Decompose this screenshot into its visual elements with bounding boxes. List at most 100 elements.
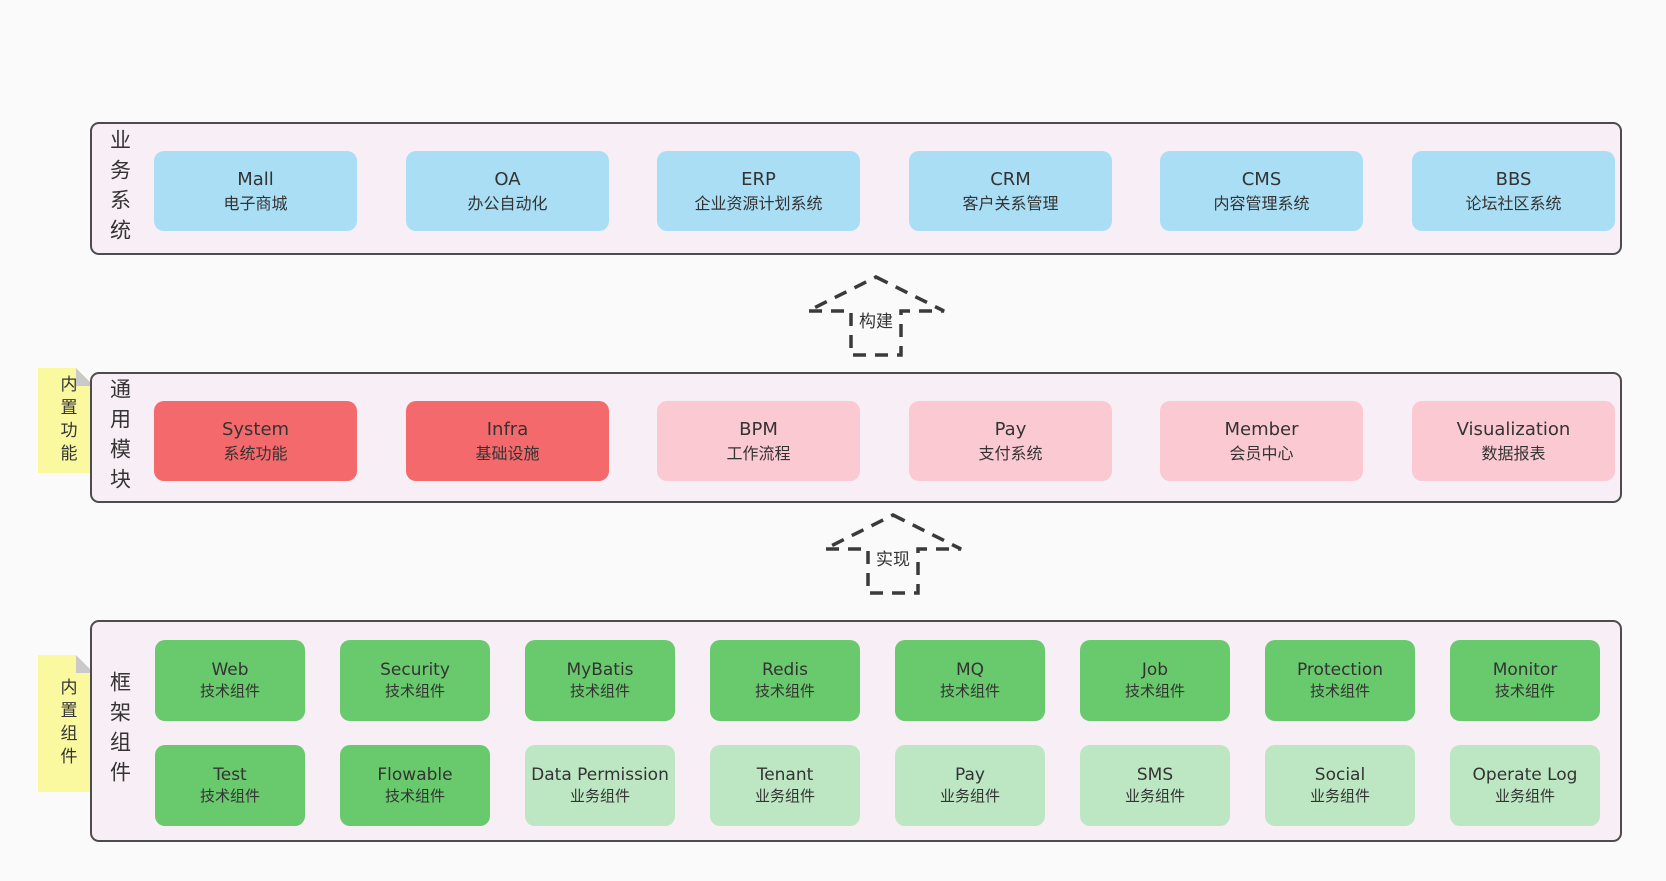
box-desc: 会员中心 — [1229, 444, 1294, 464]
layer-side-label: 业务系统 — [107, 128, 132, 249]
box-name: Job — [1141, 659, 1169, 680]
box-desc: 数据报表 — [1481, 444, 1546, 464]
box-desc: 技术组件 — [384, 682, 445, 701]
layer-side-label-wrap: 框架组件 — [100, 622, 138, 840]
box-erp: ERP 企业资源计划系统 — [657, 151, 860, 231]
box-desc: 企业资源计划系统 — [694, 194, 823, 214]
box-desc: 技术组件 — [199, 787, 260, 806]
box-desc: 系统功能 — [223, 444, 288, 464]
box-name: Web — [211, 659, 249, 680]
box-desc: 技术组件 — [754, 682, 815, 701]
box-flowable: Flowable 技术组件 — [340, 745, 490, 826]
box-name: Pay — [994, 419, 1027, 441]
box-redis: Redis 技术组件 — [710, 640, 860, 721]
box-name: Protection — [1296, 659, 1383, 680]
box-desc: 业务组件 — [1124, 787, 1185, 806]
box-desc: 技术组件 — [384, 787, 445, 806]
sticky-note-built-in-components: 内置组件 — [38, 655, 94, 792]
box-job: Job 技术组件 — [1080, 640, 1230, 721]
box-system: System 系统功能 — [154, 401, 357, 481]
box-name: Social — [1314, 764, 1366, 785]
box-visualization: Visualization 数据报表 — [1412, 401, 1615, 481]
box-desc: 技术组件 — [199, 682, 260, 701]
box-desc: 办公自动化 — [467, 194, 548, 214]
box-security: Security 技术组件 — [340, 640, 490, 721]
box-mybatis: MyBatis 技术组件 — [525, 640, 675, 721]
box-operate-log: Operate Log 业务组件 — [1450, 745, 1600, 826]
box-desc: 技术组件 — [1494, 682, 1555, 701]
box-sms: SMS 业务组件 — [1080, 745, 1230, 826]
layer-common-modules: 通用模块 System 系统功能 Infra 基础设施 BPM 工作流程 Pay… — [90, 372, 1622, 503]
box-tenant: Tenant 业务组件 — [710, 745, 860, 826]
box-social: Social 业务组件 — [1265, 745, 1415, 826]
note-label: 内置组件 — [56, 677, 77, 770]
box-desc: 技术组件 — [569, 682, 630, 701]
box-name: Security — [380, 659, 450, 680]
box-desc: 业务组件 — [754, 787, 815, 806]
box-desc: 业务组件 — [569, 787, 630, 806]
box-pay-component: Pay 业务组件 — [895, 745, 1045, 826]
box-desc: 论坛社区系统 — [1465, 194, 1562, 214]
box-name: Visualization — [1456, 419, 1571, 441]
box-name: SMS — [1136, 764, 1174, 785]
box-mq: MQ 技术组件 — [895, 640, 1045, 721]
box-pay-module: Pay 支付系统 — [909, 401, 1112, 481]
box-member: Member 会员中心 — [1160, 401, 1363, 481]
box-name: Data Permission — [531, 764, 669, 785]
up-arrow-icon — [824, 513, 962, 595]
box-desc: 工作流程 — [726, 444, 791, 464]
box-name: Monitor — [1492, 659, 1558, 680]
box-monitor: Monitor 技术组件 — [1450, 640, 1600, 721]
dashed-up-arrow-implement: 实现 — [823, 512, 963, 596]
box-name: MQ — [955, 659, 985, 680]
box-desc: 技术组件 — [1309, 682, 1370, 701]
dashed-up-arrow-build: 构建 — [806, 274, 946, 358]
box-desc: 技术组件 — [939, 682, 1000, 701]
box-name: Infra — [486, 419, 529, 441]
box-name: System — [221, 419, 290, 441]
layer-side-label-wrap: 通用模块 — [100, 374, 138, 501]
box-desc: 支付系统 — [978, 444, 1043, 464]
box-desc: 客户关系管理 — [962, 194, 1059, 214]
box-cms: CMS 内容管理系统 — [1160, 151, 1363, 231]
layer-side-label: 通用模块 — [107, 377, 132, 498]
box-desc: 业务组件 — [1309, 787, 1370, 806]
box-name: Flowable — [377, 764, 453, 785]
box-name: BPM — [739, 419, 778, 441]
box-name: MyBatis — [566, 659, 634, 680]
box-bpm: BPM 工作流程 — [657, 401, 860, 481]
box-name: Test — [213, 764, 247, 785]
box-desc: 技术组件 — [1124, 682, 1185, 701]
box-desc: 业务组件 — [939, 787, 1000, 806]
box-name: CRM — [990, 169, 1031, 191]
box-name: Member — [1224, 419, 1299, 441]
box-name: Operate Log — [1472, 764, 1578, 785]
box-data-permission: Data Permission 业务组件 — [525, 745, 675, 826]
box-crm: CRM 客户关系管理 — [909, 151, 1112, 231]
box-name: Tenant — [756, 764, 814, 785]
arrow-label: 实现 — [873, 545, 913, 570]
box-name: Mall — [237, 169, 274, 191]
box-desc: 基础设施 — [475, 444, 540, 464]
box-test: Test 技术组件 — [155, 745, 305, 826]
box-name: CMS — [1241, 169, 1282, 191]
layer-framework-components: 框架组件 Web 技术组件 Security 技术组件 MyBatis 技术组件… — [90, 620, 1622, 842]
layer-side-label: 框架组件 — [107, 671, 132, 791]
arrow-label: 构建 — [856, 307, 896, 332]
box-web: Web 技术组件 — [155, 640, 305, 721]
box-mall: Mall 电子商城 — [154, 151, 357, 231]
box-desc: 业务组件 — [1494, 787, 1555, 806]
note-label: 内置功能 — [56, 374, 77, 467]
box-name: Redis — [762, 659, 808, 680]
box-desc: 电子商城 — [223, 194, 288, 214]
box-name: BBS — [1495, 169, 1532, 191]
box-infra: Infra 基础设施 — [406, 401, 609, 481]
layer-business-systems: 业务系统 Mall 电子商城 OA 办公自动化 ERP 企业资源计划系统 CRM… — [90, 122, 1622, 255]
box-name: Pay — [955, 764, 985, 785]
layer-side-label-wrap: 业务系统 — [100, 124, 138, 253]
box-oa: OA 办公自动化 — [406, 151, 609, 231]
sticky-note-built-in-features: 内置功能 — [38, 368, 94, 473]
box-desc: 内容管理系统 — [1213, 194, 1310, 214]
box-protection: Protection 技术组件 — [1265, 640, 1415, 721]
